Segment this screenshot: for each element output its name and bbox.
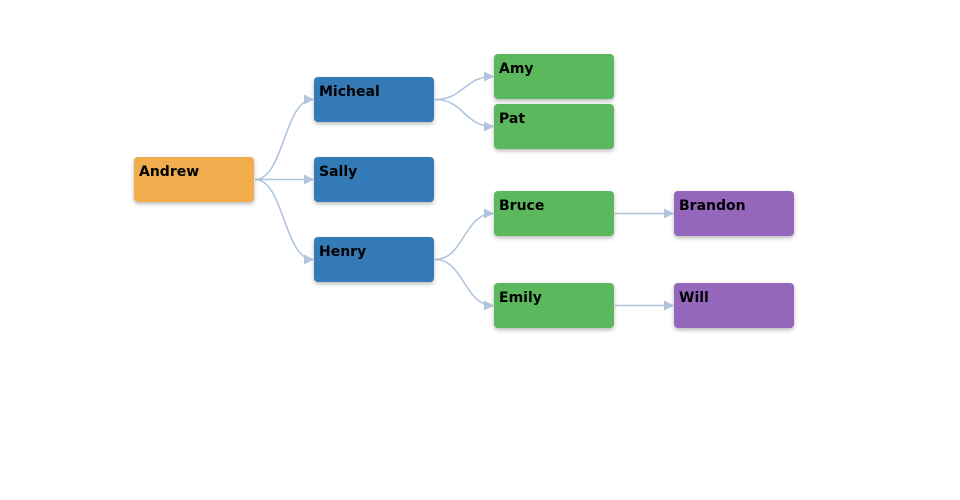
node-brandon[interactable]: Brandon bbox=[674, 191, 794, 236]
node-henry[interactable]: Henry bbox=[314, 237, 434, 282]
node-label: Micheal bbox=[319, 84, 380, 100]
node-label: Emily bbox=[499, 290, 542, 306]
edge-andrew-henry bbox=[254, 178, 314, 265]
node-will[interactable]: Will bbox=[674, 283, 794, 328]
edge-henry-bruce bbox=[434, 208, 494, 261]
edge-micheal-amy bbox=[434, 71, 494, 101]
node-label: Will bbox=[679, 290, 709, 306]
node-label: Pat bbox=[499, 111, 526, 127]
edge-micheal-pat bbox=[434, 98, 494, 132]
node-label: Sally bbox=[319, 164, 358, 180]
node-label: Henry bbox=[319, 244, 367, 260]
node-bruce[interactable]: Bruce bbox=[494, 191, 614, 236]
node-amy[interactable]: Amy bbox=[494, 54, 614, 99]
node-andrew[interactable]: Andrew bbox=[134, 157, 254, 202]
node-emily[interactable]: Emily bbox=[494, 283, 614, 328]
node-label: Andrew bbox=[139, 164, 200, 180]
node-label: Bruce bbox=[499, 198, 545, 214]
node-sally[interactable]: Sally bbox=[314, 157, 434, 202]
node-pat[interactable]: Pat bbox=[494, 104, 614, 149]
node-label: Amy bbox=[499, 61, 534, 77]
edge-henry-emily bbox=[434, 258, 494, 311]
node-label: Brandon bbox=[679, 198, 746, 214]
node-micheal[interactable]: Micheal bbox=[314, 77, 434, 122]
edge-andrew-micheal bbox=[254, 94, 314, 181]
